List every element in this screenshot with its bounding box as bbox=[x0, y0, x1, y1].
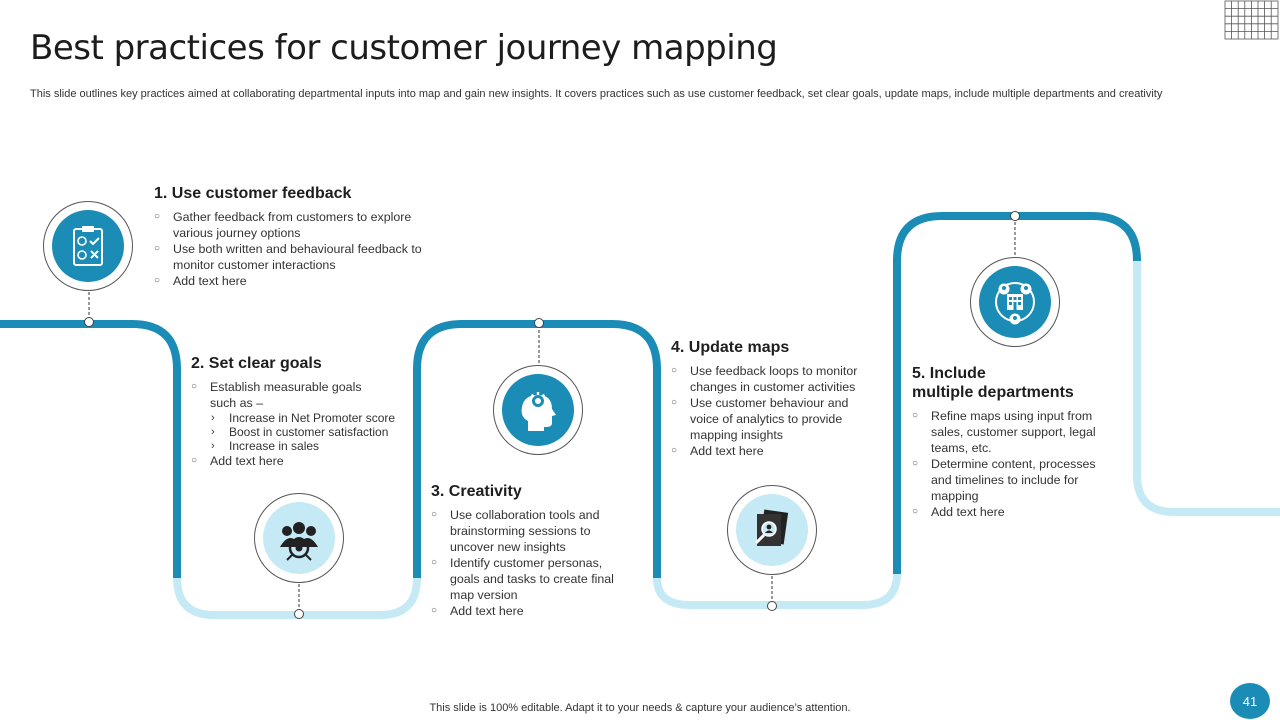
list-item: Add text here bbox=[431, 603, 631, 619]
step-4-heading: 4. Update maps bbox=[671, 339, 790, 356]
list-item: Refine maps using input from sales, cust… bbox=[912, 408, 1117, 456]
step-1-heading: 1. Use customer feedback bbox=[154, 185, 352, 202]
step-3-icon-ring bbox=[493, 365, 583, 455]
list-item: Add text here bbox=[671, 443, 871, 459]
step-3-heading: 3. Creativity bbox=[431, 483, 522, 500]
step-3: 3. Creativity Use collaboration tools an… bbox=[431, 482, 631, 619]
step-2-bullets: Establish measurable goals such as – Inc… bbox=[191, 379, 406, 469]
list-item: Add text here bbox=[191, 453, 406, 469]
sub-list-item: Increase in sales bbox=[191, 439, 406, 453]
step-5: 5. Include multiple departments Refine m… bbox=[912, 364, 1117, 520]
step-3-bullets: Use collaboration tools and brainstormin… bbox=[431, 507, 631, 619]
list-item: Determine content, processes and timelin… bbox=[912, 456, 1117, 504]
step-5-icon-ring bbox=[970, 257, 1060, 347]
step-5-heading: 5. Include multiple departments bbox=[912, 364, 1117, 402]
list-item: Establish measurable goals such as – bbox=[191, 379, 375, 411]
step-2: 2. Set clear goals Establish measurable … bbox=[191, 354, 406, 469]
document-magnifier-icon bbox=[754, 509, 789, 546]
list-item: Use feedback loops to monitor changes in… bbox=[671, 363, 871, 395]
step-4: 4. Update maps Use feedback loops to mon… bbox=[671, 338, 871, 459]
list-item: Use collaboration tools and brainstormin… bbox=[431, 507, 631, 555]
team-target-icon bbox=[280, 522, 318, 561]
sub-list-item: Boost in customer satisfaction bbox=[191, 425, 406, 439]
list-item: Gather feedback from customers to explor… bbox=[154, 209, 444, 241]
step-5-bullets: Refine maps using input from sales, cust… bbox=[912, 408, 1117, 520]
step-2-icon-ring bbox=[254, 493, 344, 583]
list-item: Use customer behaviour and voice of anal… bbox=[671, 395, 871, 443]
step-1-bullets: Gather feedback from customers to explor… bbox=[154, 209, 444, 289]
step-5-heading-line2: multiple departments bbox=[912, 384, 1074, 401]
sub-list-item: Increase in Net Promoter score bbox=[191, 411, 406, 425]
grid-icon bbox=[1224, 0, 1279, 40]
page-number-badge: 41 bbox=[1230, 683, 1270, 719]
slide-footer: This slide is 100% editable. Adapt it to… bbox=[429, 702, 851, 714]
head-gear-icon bbox=[521, 392, 556, 431]
step-1-icon-ring bbox=[43, 201, 133, 291]
step-4-bullets: Use feedback loops to monitor changes in… bbox=[671, 363, 871, 459]
list-item: Add text here bbox=[912, 504, 1117, 520]
slide-subtitle: This slide outlines key practices aimed … bbox=[30, 88, 1163, 100]
list-item: Add text here bbox=[154, 273, 444, 289]
step-5-heading-line1: 5. Include bbox=[912, 365, 986, 382]
checklist-clipboard-icon bbox=[73, 226, 103, 266]
list-item: Identify customer personas, goals and ta… bbox=[431, 555, 631, 603]
slide-title: Best practices for customer journey mapp… bbox=[30, 28, 778, 68]
step-4-icon-ring bbox=[727, 485, 817, 575]
step-1: 1. Use customer feedback Gather feedback… bbox=[154, 184, 444, 289]
step-2-heading: 2. Set clear goals bbox=[191, 355, 322, 372]
list-item: Use both written and behavioural feedbac… bbox=[154, 241, 444, 273]
departments-network-icon bbox=[995, 282, 1035, 325]
